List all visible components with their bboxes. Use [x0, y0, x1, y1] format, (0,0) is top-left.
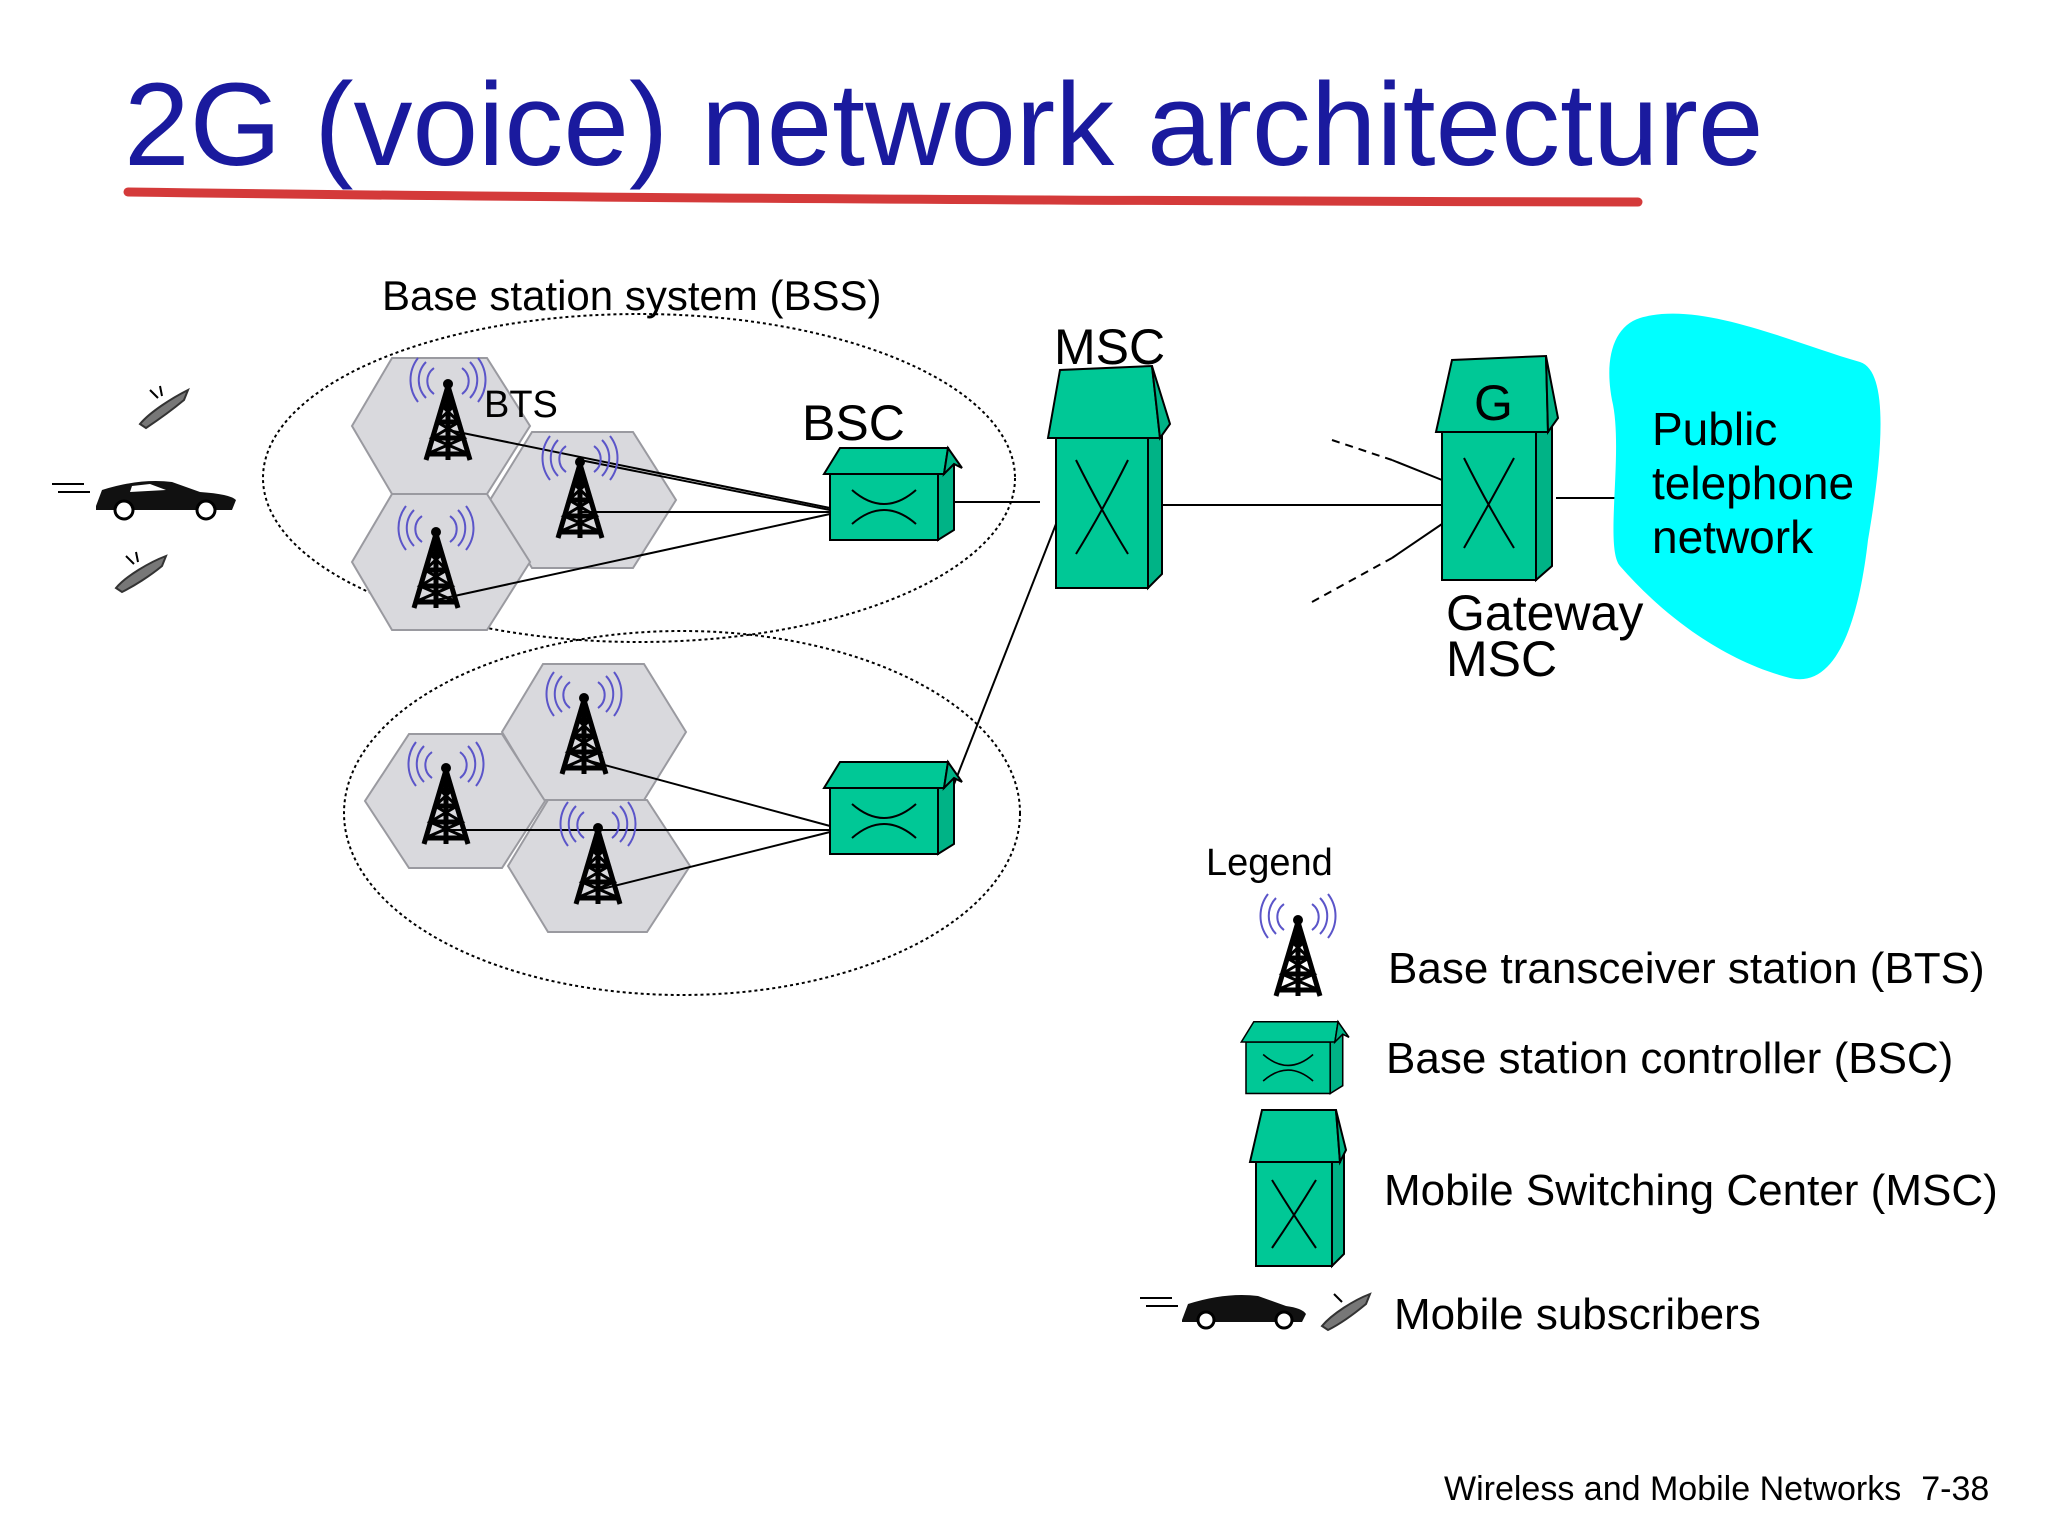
- pstn-label-line2: telephone: [1652, 457, 1855, 509]
- car-icon: [52, 481, 236, 521]
- legend-bsc-box-icon: [1240, 1020, 1350, 1095]
- pstn-cloud: [1609, 313, 1881, 680]
- pstn-label-line1: Public: [1652, 403, 1778, 455]
- cell-hex: [350, 493, 532, 631]
- bss-ellipse-top: [262, 313, 1016, 643]
- msc-box-icon: [1046, 364, 1172, 591]
- title-underline: [123, 187, 1643, 207]
- bsc-label: BSC: [802, 395, 905, 451]
- legend-item-mobile: Mobile subscribers: [1394, 1290, 1761, 1339]
- legend-bts-tower-icon: [1260, 894, 1335, 996]
- gateway-label-line1: Gateway: [1446, 585, 1644, 641]
- gateway-label-line2: MSC: [1446, 631, 1558, 687]
- mobile-phone-icon: [114, 551, 168, 594]
- legend-msc-box-icon: [1248, 1109, 1348, 1269]
- bts-label: BTS: [484, 384, 558, 426]
- dashed-link-upper: [1331, 439, 1393, 461]
- bsc-box-icon: [823, 447, 963, 541]
- page-title: 2G (voice) network architecture: [124, 59, 1764, 191]
- bts-bsc-links-bottom: [446, 759, 831, 891]
- bsc-msc-link-bottom: [939, 523, 1057, 821]
- footer: Wireless and Mobile Networks 7-38: [1444, 1470, 1989, 1509]
- legend-mobile-subscriber-icon: [1140, 1292, 1372, 1332]
- bss-label: Base station system (BSS): [382, 272, 882, 319]
- gateway-msc-box-icon: [1434, 354, 1560, 583]
- page-number: 7-38: [1921, 1470, 1990, 1508]
- bss-ellipse-bottom: [343, 630, 1021, 996]
- legend-item-msc: Mobile Switching Center (MSC): [1384, 1166, 1998, 1215]
- bsc-box-icon: [823, 761, 963, 855]
- footer-course: Wireless and Mobile Networks: [1444, 1470, 1902, 1508]
- legend-item-bsc: Base station controller (BSC): [1386, 1034, 1954, 1083]
- legend-heading: Legend: [1206, 842, 1333, 884]
- bts-bsc-links-top: [435, 429, 831, 601]
- pstn-label-line3: network: [1652, 511, 1814, 563]
- mobile-phone-icon: [138, 385, 190, 430]
- gateway-g-label: G: [1474, 375, 1513, 431]
- msc-label: MSC: [1054, 319, 1166, 375]
- legend-item-bts: Base transceiver station (BTS): [1388, 944, 1985, 993]
- dashed-link-lower: [1311, 557, 1393, 603]
